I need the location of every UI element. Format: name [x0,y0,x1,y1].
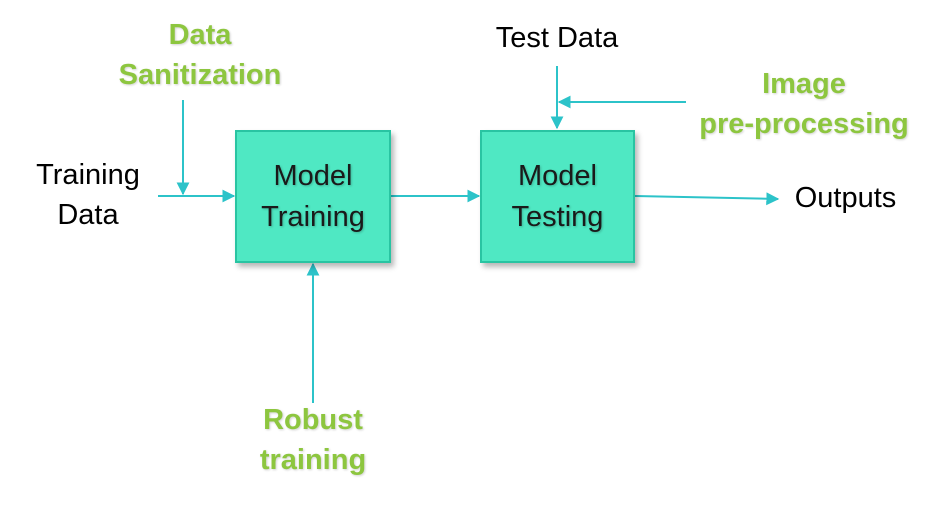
outputs-text: Outputs [794,182,897,214]
image-preprocessing-line2: pre-processing [699,108,909,141]
data-sanitization-line2: Sanitization [118,59,282,92]
model-training-box: Model Training [235,130,391,263]
training-data-line1: Training [36,159,140,191]
image-preprocessing-label: Image pre-processing [692,64,916,144]
training-data-label: Training Data [18,155,158,235]
data-sanitization-label: Data Sanitization [110,15,290,95]
model-testing-line2: Testing [511,200,604,233]
test-data-text: Test Data [495,22,619,54]
model-testing-line1: Model [518,160,597,193]
image-preprocessing-line1: Image [762,68,846,100]
model-training-line1: Model [273,160,353,193]
robust-training-label: Robust training [233,400,393,480]
training-data-line2: Data [57,199,119,232]
outputs-label: Outputs [783,178,908,218]
test-data-label: Test Data [472,18,642,58]
data-sanitization-line1: Data [168,19,232,51]
model-training-line2: Training [261,200,365,233]
arrow-model-testing-to-outputs [634,192,780,206]
model-testing-box: Model Testing [480,130,635,263]
robust-training-line1: Robust [263,404,363,436]
robust-training-line2: training [259,444,367,477]
